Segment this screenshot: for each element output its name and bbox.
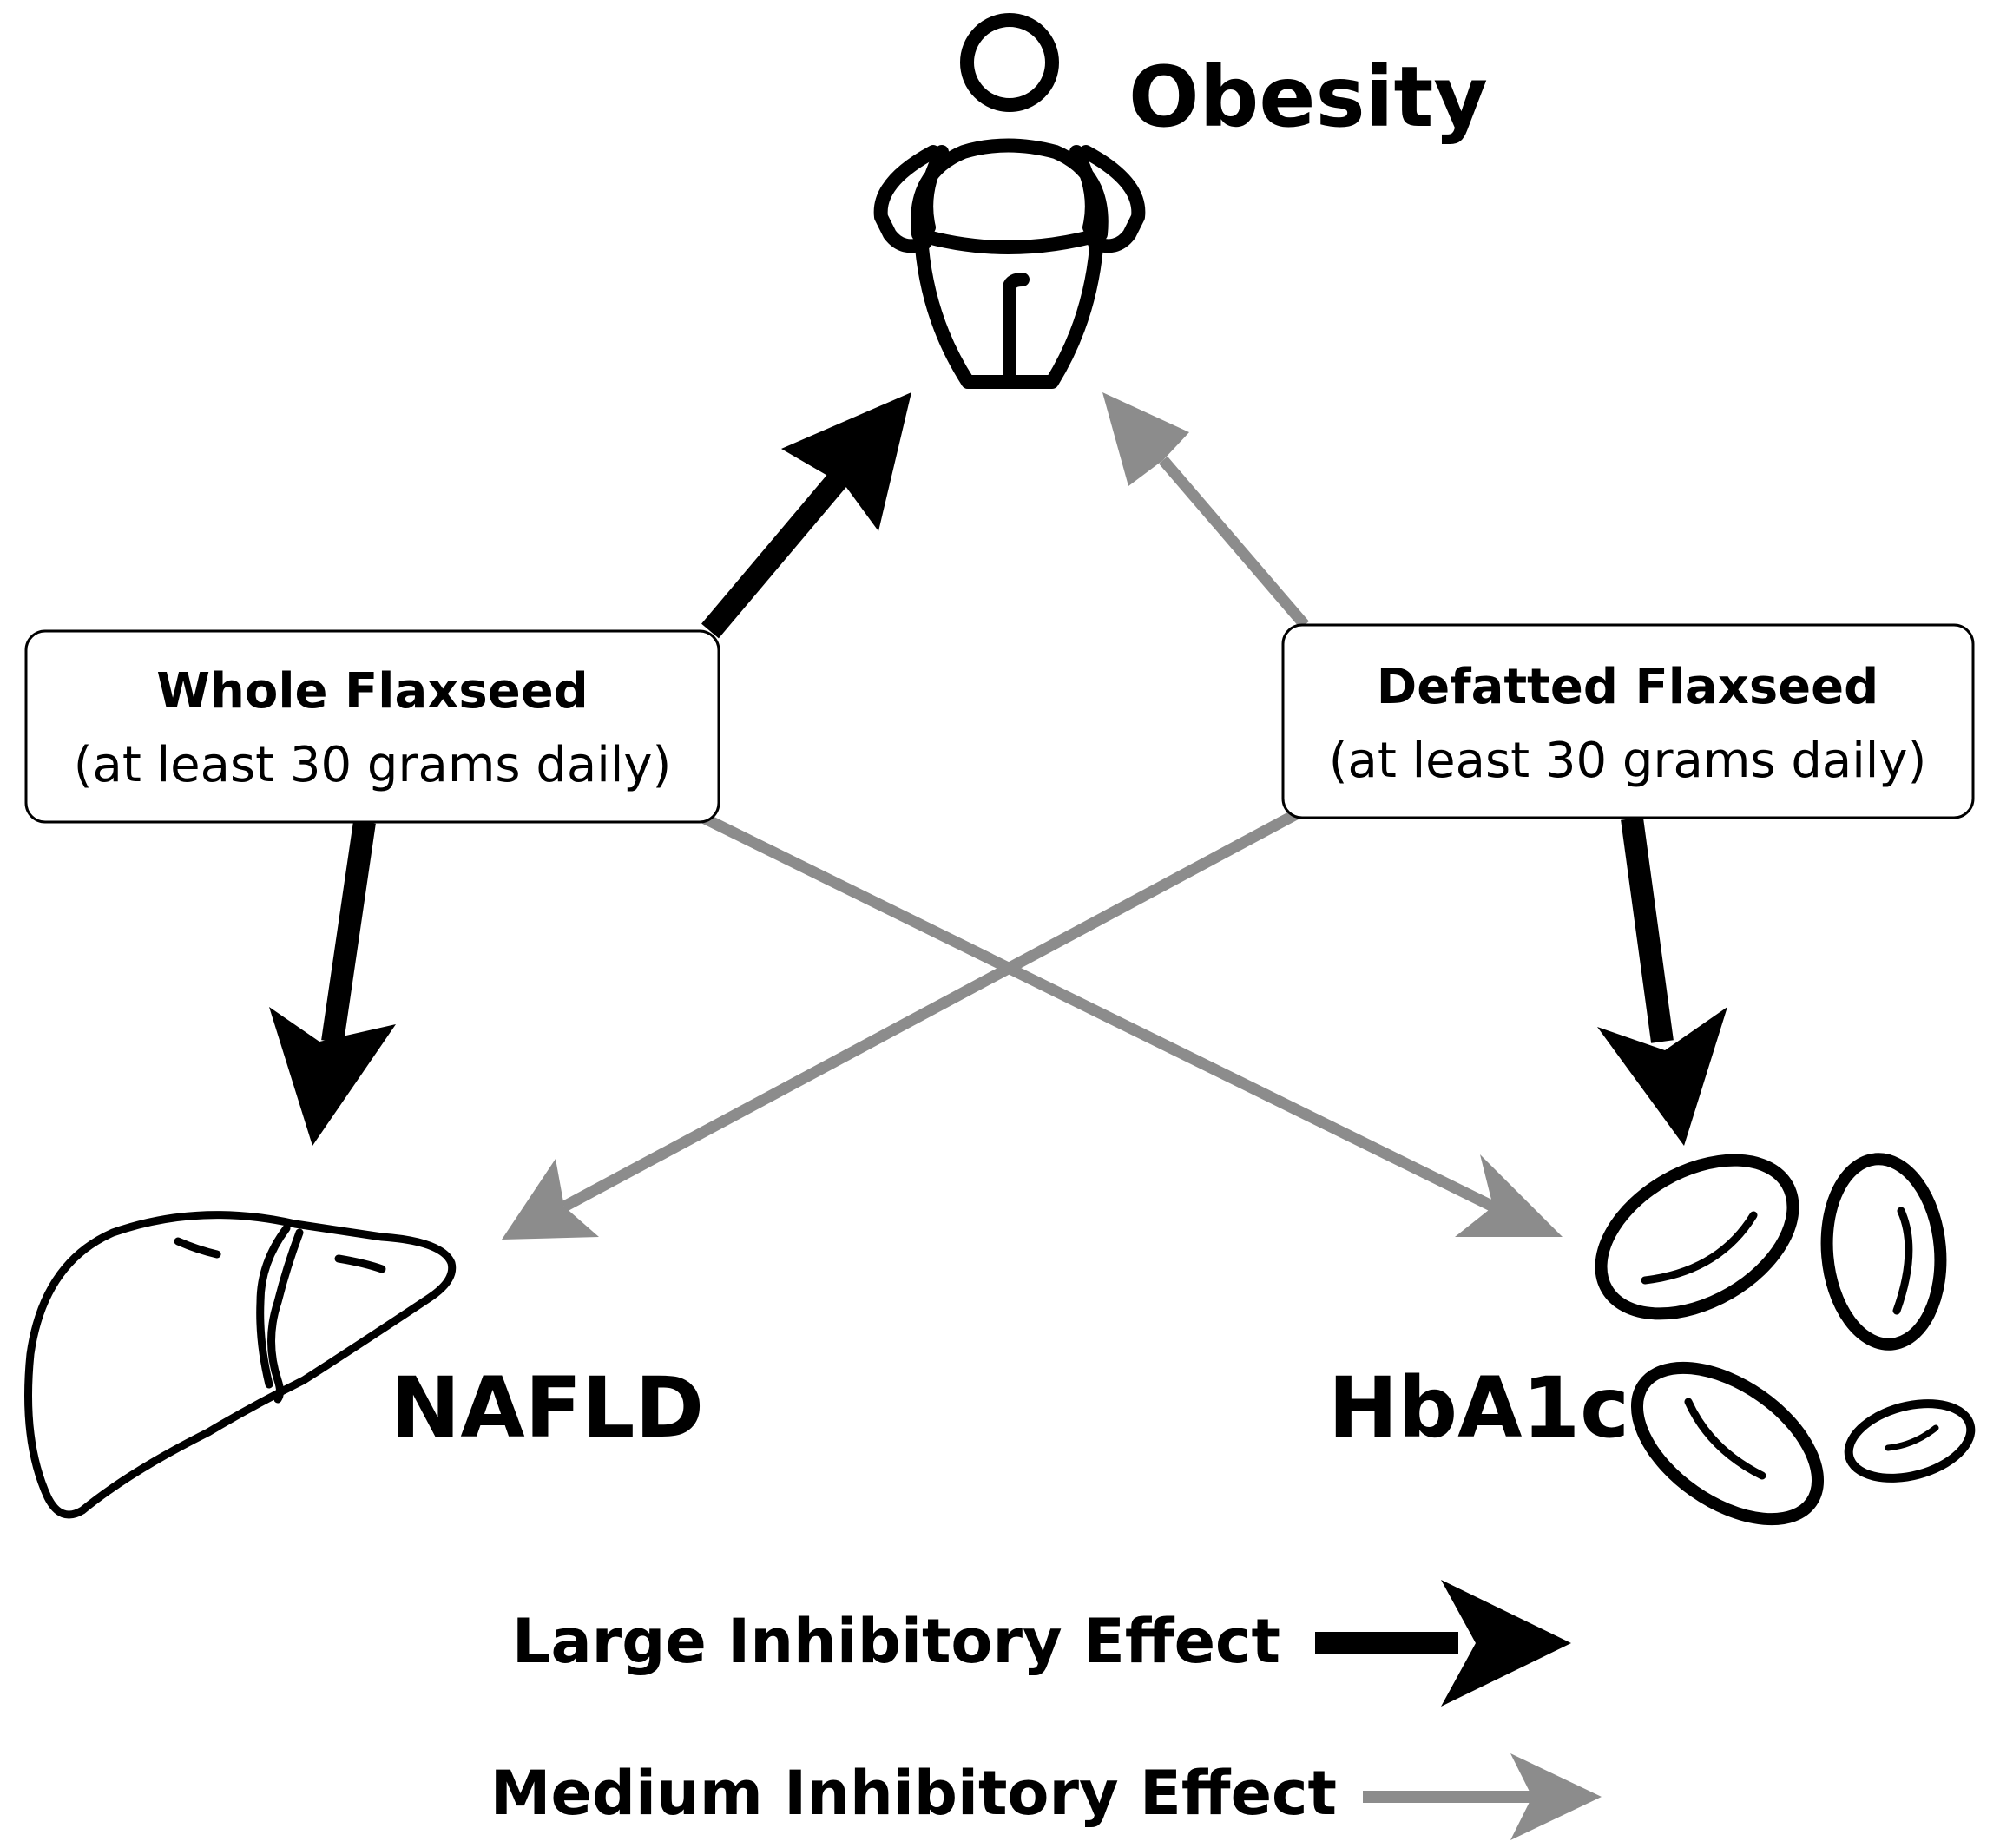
whole-flaxseed-title: Whole Flaxseed <box>156 663 589 720</box>
arrow-whole-to-nafld <box>269 820 396 1146</box>
liver-icon <box>24 1211 457 1519</box>
hba1c-label: HbA1c <box>1328 1359 1629 1457</box>
obese-person-icon <box>873 13 1146 389</box>
legend-large-arrow <box>1441 1580 1571 1707</box>
legend-large-label: Large Inhibitory Effect <box>512 1606 1280 1677</box>
legend-medium: Medium Inhibitory Effect <box>490 1753 1602 1840</box>
nafld-label: NAFLD <box>391 1359 704 1457</box>
whole-flaxseed-dose: (at least 30 grams daily) <box>74 737 672 793</box>
defatted-flaxseed-box: Defatted Flaxseed (at least 30 grams dai… <box>1281 623 1975 819</box>
legend-large: Large Inhibitory Effect <box>512 1580 1571 1707</box>
red-blood-cells-icon <box>1595 1153 1976 1526</box>
arrow-defatted-to-obesity <box>1102 392 1309 629</box>
whole-flaxseed-box: Whole Flaxseed (at least 30 grams daily) <box>24 629 720 824</box>
arrow-defatted-to-hba1c <box>1597 817 1727 1146</box>
legend: Large Inhibitory Effect Medium Inhibitor… <box>490 1580 1602 1840</box>
arrow-whole-to-obesity <box>701 392 911 639</box>
obesity-label: Obesity <box>1128 49 1488 146</box>
legend-medium-arrow <box>1510 1753 1602 1840</box>
arrow-defatted-to-nafld <box>502 808 1301 1240</box>
defatted-flaxseed-dose: (at least 30 grams daily) <box>1329 733 1927 789</box>
defatted-flaxseed-title: Defatted Flaxseed <box>1377 659 1878 715</box>
legend-medium-label: Medium Inhibitory Effect <box>490 1758 1337 1829</box>
arrow-whole-to-hba1c <box>701 812 1562 1237</box>
